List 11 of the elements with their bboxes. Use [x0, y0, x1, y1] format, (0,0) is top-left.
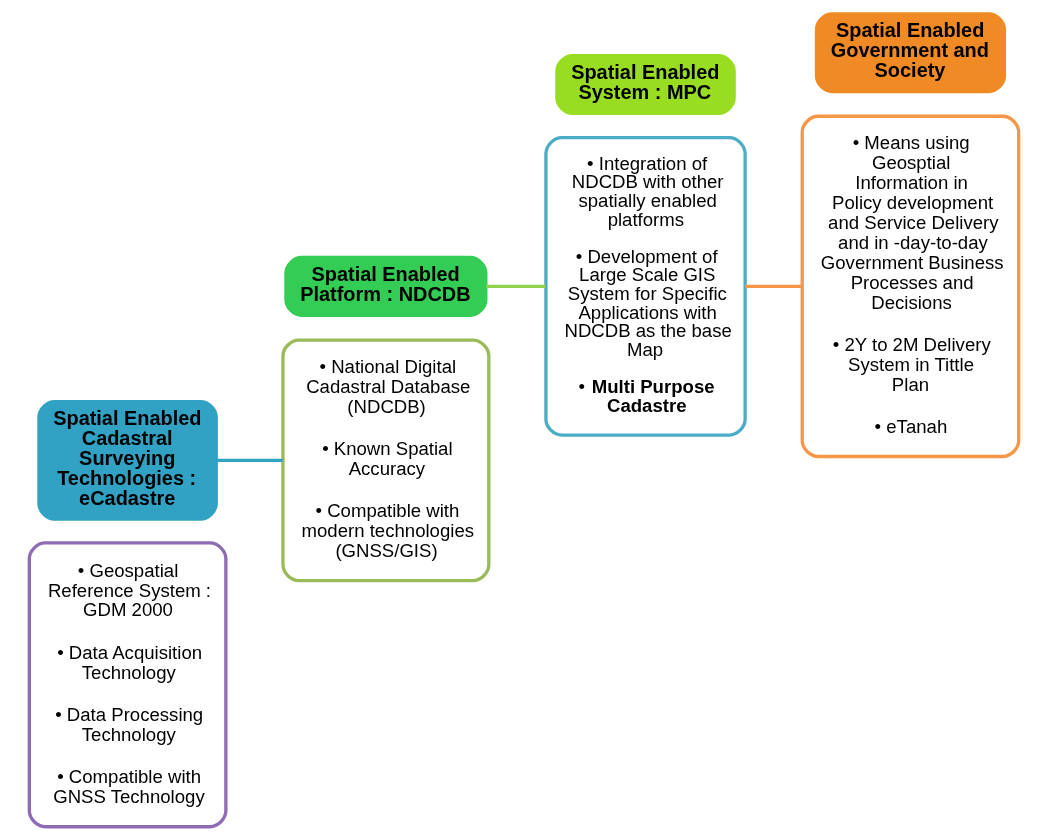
- node-box: • National Digital Cadastral Database (NDCDB) • Known Spatial Accuracy • Compatible with modern technologies (GNSS/GIS): [281, 338, 491, 583]
- node-box: • Integration of NDCDB with other spatially enabled platforms • Development of Large Scale GIS System for Specific Applications with NDCDB as the base Map • Multi Purpose Cadastre: [544, 136, 747, 437]
- node-box: Spatial Enabled Cadastral Surveying Technologies : eCadastre: [37, 399, 218, 521]
- connector: [745, 284, 802, 289]
- node-box: Spatial Enabled Platform : NDCDB: [284, 255, 488, 317]
- node-box: Spatial Enabled Government and Society: [814, 12, 1007, 94]
- node-box: • Geospatial Reference System : GDM 2000 • Data Acquisition Technology • Data Processing Technology • Compatible with GNSS Technology: [27, 541, 228, 829]
- node-box: • Means using Geosptial Information in Policy development and Service Delivery and in -day-to-day Government Business Processes and Decisions • 2Y to 2M Delivery System in Tittle Plan • eTanah: [800, 114, 1021, 459]
- connector: [486, 284, 546, 289]
- node-box: Spatial Enabled System : MPC: [555, 54, 736, 116]
- connector: [216, 458, 283, 463]
